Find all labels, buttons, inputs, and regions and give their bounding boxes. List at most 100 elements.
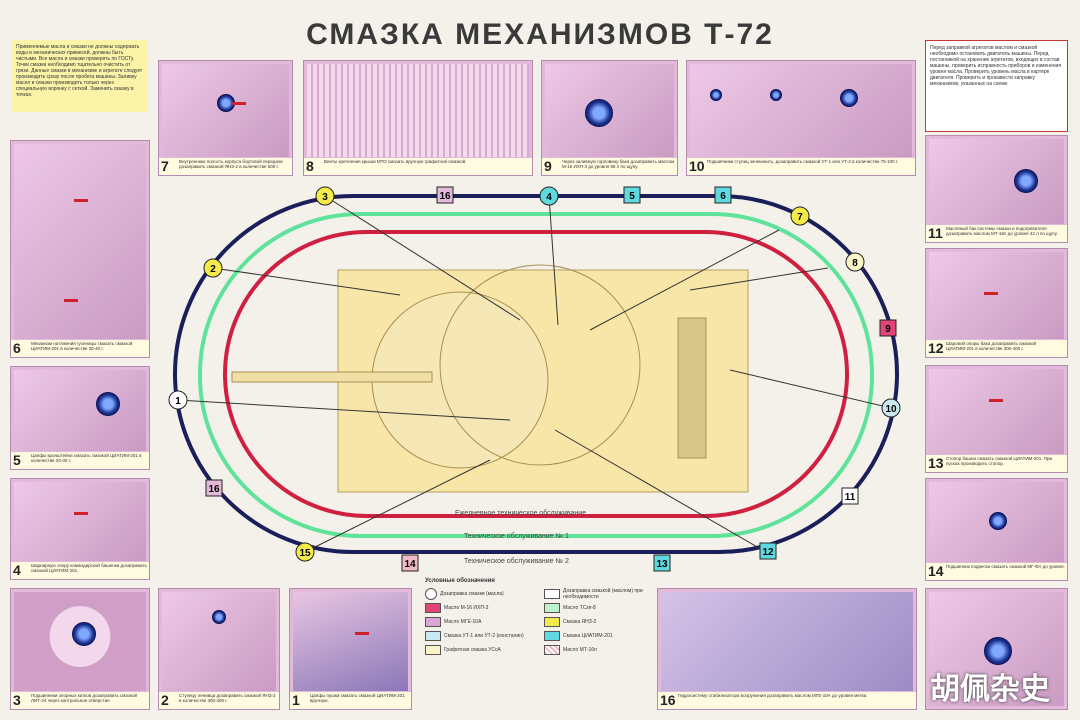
panel-12-illustration [929, 252, 1064, 339]
panel-caption: Шаровой опоры бака дозаправить смазкой Ц… [926, 340, 1067, 357]
panel-number: 6 [13, 340, 21, 356]
lube-point-icon [770, 89, 782, 101]
legend-item: Масло МТ-16п [544, 644, 655, 656]
panel-number: 16 [660, 692, 676, 708]
legend-item: Смазка ЦИАТИМ-201 [544, 630, 655, 642]
panel-number: 8 [306, 158, 314, 174]
arrow-icon [989, 399, 1003, 402]
legend-swatch-icon [544, 603, 560, 613]
legend-item: Дозаправка смазки (масла) [425, 588, 536, 600]
panel-caption: Стопор башни смазать смазкой ЦИАТИМ-201.… [926, 455, 1067, 472]
lube-point-icon [710, 89, 722, 101]
panel-4-illustration [14, 482, 146, 561]
connector-line [554, 429, 767, 553]
track-daily [223, 230, 849, 518]
panel-9: Через заливную горловину бака дозаправит… [541, 60, 678, 176]
panel-caption: Внутреннюю полость корпуса бортовой пере… [159, 158, 292, 175]
panel-2-illustration [162, 592, 276, 691]
legend-swatch-icon [425, 588, 437, 600]
node-7 [790, 206, 810, 226]
tank-turret-ring [439, 264, 641, 466]
node-3-label: 3 [322, 192, 328, 203]
panel-14: Подшипник подвески смазать смазкой МГ-ФА… [925, 478, 1068, 581]
legend-swatch-icon [544, 617, 560, 627]
node-2 [203, 258, 223, 278]
node-6-label: 6 [720, 191, 726, 202]
panel-number: 5 [13, 452, 21, 468]
arrow-icon [984, 292, 998, 295]
legend-item-label: Смазка ЦИАТИМ-201 [563, 633, 613, 639]
panel-16-illustration [661, 592, 913, 691]
node-4 [539, 186, 559, 206]
panel-12: Шаровой опоры бака дозаправить смазкой Ц… [925, 248, 1068, 358]
node-16-left [205, 479, 223, 497]
service-label-to2: Техническое обслуживание № 2 [464, 558, 569, 565]
legend-item-label: Масло МТ-16п [563, 647, 597, 653]
arrow-icon [74, 199, 88, 202]
panel-number: 10 [689, 158, 705, 174]
panel-2: Ступицу ленивца дозаправить смазкой ЯНЗ-… [158, 588, 280, 710]
legend-swatch-icon [544, 589, 560, 599]
node-13 [653, 554, 671, 572]
panel-4: Шарнирную опору командирской башенки доз… [10, 478, 150, 580]
legend-item-label: Графитная смазка УСсА [444, 647, 501, 653]
legend-swatch-icon [425, 617, 441, 627]
panel-number: 4 [13, 562, 21, 578]
panel-number: 11 [928, 225, 943, 241]
node-11-label: 11 [845, 492, 856, 503]
panel-caption: Винты крепления крыши МТО смазать вручну… [304, 158, 532, 175]
panel-caption: Масляный бак системы смазки и подогреват… [926, 225, 1067, 242]
panel-5-illustration [14, 370, 146, 451]
node-8-label: 8 [852, 258, 858, 269]
legend-item: Графитная смазка УСсА [425, 644, 536, 656]
panel-caption: Цапфы кронштейна смазать смазкой ЦИАТИМ-… [11, 452, 149, 469]
connector-line [689, 267, 829, 291]
legend-heading: Условные обозначения [425, 578, 495, 584]
node-2-label: 2 [210, 264, 216, 275]
panel-6: Механизм натяжения гусеницы смазать смаз… [10, 140, 150, 358]
panel-number: 7 [161, 158, 169, 174]
legend: Условные обозначения Дозаправка смазки (… [425, 578, 655, 710]
panel-caption: Гидросистему стабилизатора вооружения до… [658, 692, 916, 709]
panel-number: 12 [928, 340, 944, 356]
lube-point-icon [72, 622, 96, 646]
service-label-daily: Ежедневное техническое обслуживание [455, 510, 587, 517]
legend-item-label: Смазка УТ-1 или УТ-2 (консталин) [444, 633, 524, 639]
panel-13: Стопор башни смазать смазкой ЦИАТИМ-201.… [925, 365, 1068, 473]
node-5-label: 5 [629, 191, 635, 202]
node-5 [623, 186, 641, 204]
node-15 [295, 542, 315, 562]
node-16-left-label: 16 [208, 484, 220, 495]
panel-caption: Через заливную горловину бака дозаправит… [542, 158, 677, 175]
node-15-label: 15 [299, 548, 311, 559]
panel-9-illustration [545, 64, 674, 157]
panel-8-illustration [307, 64, 529, 157]
legend-items: Дозаправка смазки (масла)Дозаправка смаз… [425, 588, 655, 656]
track-to2 [173, 194, 899, 554]
panel-3: Подшипники опорных катков дозаправить см… [10, 588, 150, 710]
node-10-label: 10 [885, 404, 897, 415]
panel-3-illustration [14, 592, 146, 691]
panel-11: Масляный бак системы смазки и подогреват… [925, 135, 1068, 243]
node-9 [879, 319, 897, 337]
node-11 [841, 487, 859, 505]
arrow-icon [74, 512, 88, 515]
legend-item: Масло МГЕ-10А [425, 616, 536, 628]
panel-caption: Подшипник подвески смазать смазкой МГ-ФА… [926, 563, 1067, 580]
node-8 [845, 252, 865, 272]
page-title: СМАЗКА МЕХАНИЗМОВ Т-72 [306, 18, 774, 51]
node-1-label: 1 [175, 396, 181, 407]
node-4-label: 4 [546, 192, 552, 203]
tank-engine-grille [677, 317, 707, 459]
panel-11-illustration [929, 139, 1064, 224]
node-9-label: 9 [885, 324, 891, 335]
arrow-icon [64, 299, 78, 302]
panel-caption: Шарнирную опору командирской башенки доз… [11, 562, 149, 579]
watermark: 胡佩杂史 [930, 672, 1050, 707]
node-13-label: 13 [656, 559, 668, 570]
connector-line [212, 267, 401, 296]
panel-number: 3 [13, 692, 21, 708]
panel-10: Подшипники ступиц зачеканить, дозаправит… [686, 60, 916, 176]
panel-caption: Ступицу ленивца дозаправить смазкой ЯНЗ-… [159, 692, 279, 709]
